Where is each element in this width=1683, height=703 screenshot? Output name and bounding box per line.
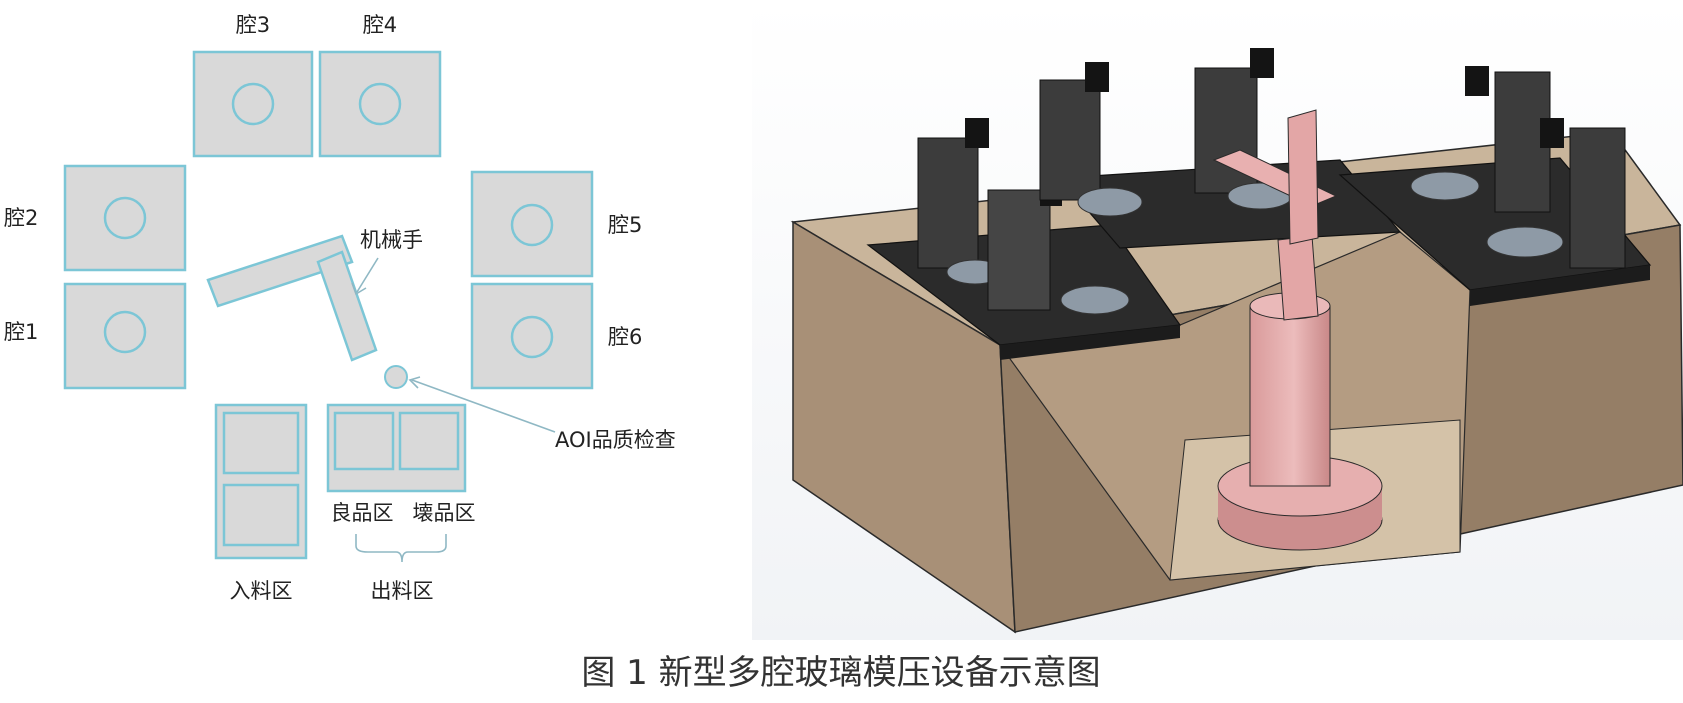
robot-arm-link-1 <box>206 234 354 308</box>
input-tray-1 <box>222 411 300 475</box>
robot-arm-arrowhead <box>351 282 367 296</box>
press-unit-6-motor <box>1540 118 1564 148</box>
robot-arm-link-2 <box>316 250 378 362</box>
equipment-3d-render <box>752 0 1683 640</box>
chamber-3-mold <box>231 82 275 126</box>
bad-zone-label: 壊品区 <box>413 501 476 525</box>
figure-caption: 图 1 新型多腔玻璃模压设备示意图 <box>581 653 1100 693</box>
chamber-2-mold <box>103 196 147 240</box>
output-zone-label: 出料区 <box>371 579 434 603</box>
robot-arm-pointer <box>356 257 379 293</box>
platform-left-edge <box>1000 325 1180 360</box>
aoi-label: AOI品质检查 <box>555 428 676 452</box>
chamber-3: 腔3 <box>192 13 314 158</box>
output-zone: 良品区 壊品区 出料区 <box>326 403 476 603</box>
robot-wrist-link <box>1287 109 1319 245</box>
press-unit-6 <box>1486 118 1626 269</box>
chamber-4: 腔4 <box>318 13 442 158</box>
good-zone-label: 良品区 <box>331 501 394 525</box>
press-unit-4-motor <box>1250 48 1274 78</box>
chamber-2: 腔2 <box>4 164 187 272</box>
chamber-2-label: 腔2 <box>4 206 38 230</box>
chamber-1-label: 腔1 <box>4 320 38 344</box>
aoi-sensor <box>384 365 408 389</box>
robot-arm-label: 机械手 <box>360 228 423 252</box>
chamber-4-label: 腔4 <box>363 13 397 37</box>
chamber-5-mold <box>510 203 554 247</box>
chamber-6-mold <box>510 315 554 359</box>
chamber-2-box <box>63 164 187 272</box>
robot-upper-link <box>1277 235 1319 321</box>
press-unit-6-body <box>1569 127 1626 269</box>
press-unit-6-mold <box>1486 226 1564 258</box>
output-brace <box>355 534 447 563</box>
robot-3d <box>1212 109 1383 551</box>
press-unit-2-mold <box>1060 285 1130 315</box>
press-unit-2 <box>987 178 1130 315</box>
chamber-5-box <box>470 170 594 278</box>
robot-column <box>1249 305 1331 487</box>
aoi-pointer <box>411 379 556 433</box>
good-tray <box>333 411 395 471</box>
bad-tray <box>398 411 460 471</box>
chamber-1-mold <box>103 310 147 354</box>
chamber-6-box <box>470 282 594 390</box>
layout-diagram: 腔3 腔4 腔2 腔1 腔5 腔6 <box>4 13 676 603</box>
chamber-4-box <box>318 50 442 158</box>
chamber-3-label: 腔3 <box>236 13 270 37</box>
chamber-1-box <box>63 282 187 390</box>
robot-arm: 机械手 <box>206 228 423 362</box>
chamber-1: 腔1 <box>4 282 187 390</box>
press-unit-3 <box>1039 62 1143 217</box>
input-tray-2 <box>222 483 300 547</box>
input-zone-label: 入料区 <box>230 579 293 603</box>
press-unit-1-body <box>917 137 979 269</box>
press-unit-3-motor <box>1085 62 1109 92</box>
chamber-5-label: 腔5 <box>608 213 642 237</box>
aoi-arrowhead <box>408 376 421 389</box>
platform-right-edge <box>1470 265 1650 306</box>
press-unit-2-body <box>987 189 1051 311</box>
chamber-3-box <box>192 50 314 158</box>
press-unit-3-body <box>1039 79 1101 201</box>
press-unit-3-mold <box>1077 187 1143 217</box>
press-unit-1-motor <box>965 118 989 148</box>
input-zone: 入料区 <box>214 403 308 603</box>
chamber-6: 腔6 <box>470 282 642 390</box>
aoi-station: AOI品质检查 <box>384 365 676 452</box>
chamber-5: 腔5 <box>470 170 642 278</box>
press-unit-5-mold <box>1410 171 1480 201</box>
press-unit-5-motor <box>1465 66 1489 96</box>
chamber-4-mold <box>358 82 402 126</box>
chamber-6-label: 腔6 <box>608 325 642 349</box>
